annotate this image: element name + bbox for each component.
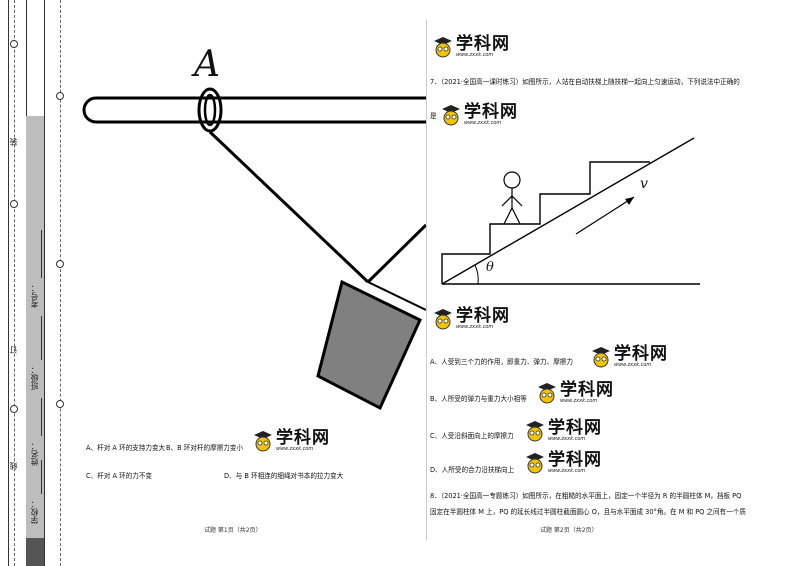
margin-border-left (8, 0, 9, 566)
owl-mascot-icon (254, 431, 272, 452)
cut-circle (56, 400, 64, 408)
ring-a (197, 87, 223, 133)
page1-footer: 试题 第1页（共2页） (204, 527, 262, 534)
seal-circle (10, 405, 18, 413)
watermark-name: 学科网 (276, 428, 330, 448)
cut-circle (56, 260, 64, 268)
velocity-arrow (575, 196, 635, 235)
watermark-name: 学科网 (614, 344, 668, 364)
seal-char: 线 (9, 462, 18, 470)
watermark-url: www.zxxk.com (548, 468, 586, 474)
escalator-figure (441, 137, 700, 285)
seal-circle (10, 200, 18, 208)
owl-mascot-icon (434, 37, 452, 58)
watermark-url: www.zxxk.com (456, 324, 494, 330)
seal-line (14, 0, 15, 566)
watermark-name: 学科网 (456, 306, 510, 326)
watermark-url: www.zxxk.com (456, 52, 494, 58)
watermark-url: www.zxxk.com (560, 398, 598, 404)
watermark-name: 学科网 (464, 102, 518, 122)
book (316, 279, 422, 411)
rod (82, 96, 426, 124)
q7-text-line2: 是 (430, 112, 437, 120)
exam-number-label: 考号： (30, 284, 39, 308)
watermark-name: 学科网 (456, 34, 510, 54)
seal-char: 订 (9, 346, 18, 354)
q8-text-line2: 固定在半圆柱体 M 上，PQ 的延长线过半圆柱截面圆心 O，且与水平面成 30°… (430, 508, 747, 516)
name-label: 姓名： (30, 442, 39, 466)
owl-mascot-icon (538, 383, 556, 404)
incline-line (441, 137, 695, 285)
q-option-c: C、杆对 A 环的力不变 (86, 472, 153, 480)
seal-char: 装 (9, 138, 18, 146)
watermark-name: 学科网 (548, 450, 602, 470)
q-option-b: B、B 环对杆的摩擦力变小 (166, 444, 244, 452)
binding-margin: 装 订 线 学校： 姓名： 班级： 考号： (0, 0, 70, 566)
theta-label: θ (486, 260, 494, 275)
watermark-url: www.zxxk.com (464, 120, 502, 126)
owl-mascot-icon (526, 453, 544, 474)
exam-number-underline[interactable] (41, 230, 42, 278)
person-legs (503, 206, 521, 225)
theta-arc (474, 264, 479, 285)
q7-option-a: A、人受到三个力的作用，即重力、弹力、摩擦力 (430, 358, 573, 366)
velocity-arrowhead (625, 197, 634, 205)
person-arms (501, 195, 523, 207)
seal-circle (10, 40, 18, 48)
owl-mascot-icon (434, 309, 452, 330)
class-underline[interactable] (41, 316, 42, 360)
watermark-name: 学科网 (548, 418, 602, 438)
gray-block (26, 538, 44, 566)
watermark-url: www.zxxk.com (276, 446, 314, 452)
velocity-label: v (640, 176, 648, 192)
school-label: 学校： (30, 500, 39, 524)
cut-line (60, 0, 61, 566)
page2-footer: 试题 第2页（共2页） (540, 527, 598, 534)
owl-mascot-icon (592, 347, 610, 368)
margin-border-right (44, 0, 45, 566)
q7-option-b: B、人所受的弹力与重力大小相等 (430, 395, 527, 403)
name-underline[interactable] (41, 398, 42, 436)
figure-label-a: A (194, 44, 220, 85)
person-head (503, 171, 521, 189)
owl-mascot-icon (526, 421, 544, 442)
q7-option-c: C、人受沿斜面向上的摩擦力 (430, 432, 514, 440)
cut-circle (56, 92, 64, 100)
string-b (366, 223, 426, 284)
owl-mascot-icon (442, 105, 460, 126)
q7-option-d: D、人所受的合力沿扶梯向上 (430, 466, 515, 474)
ring-a-inner (203, 93, 217, 127)
string-a (208, 130, 370, 284)
watermark-url: www.zxxk.com (614, 362, 652, 368)
q7-text-line1: 7．（2021·全国高一课时练习）如图所示，人站在自动扶梯上随扶梯一起向上匀速运… (430, 78, 740, 86)
watermark-name: 学科网 (560, 380, 614, 400)
gray-strip (26, 116, 44, 566)
watermark-url: www.zxxk.com (548, 436, 586, 442)
stair-steps (441, 161, 650, 284)
q8-text-line1: 8．（2021·全国高一专题练习）如图所示，在粗糙的水平面上，固定一个半径为 R… (430, 492, 742, 500)
q-option-a: A、杆对 A 环的支持力变大 (86, 444, 166, 452)
page1-figure (82, 87, 426, 411)
school-underline[interactable] (41, 460, 42, 494)
string-to-book (367, 281, 426, 311)
page-divider (426, 20, 427, 540)
q-option-d: D、与 B 环相连的细绳对书本的拉力变大 (224, 472, 344, 480)
class-label: 班级： (30, 366, 39, 390)
